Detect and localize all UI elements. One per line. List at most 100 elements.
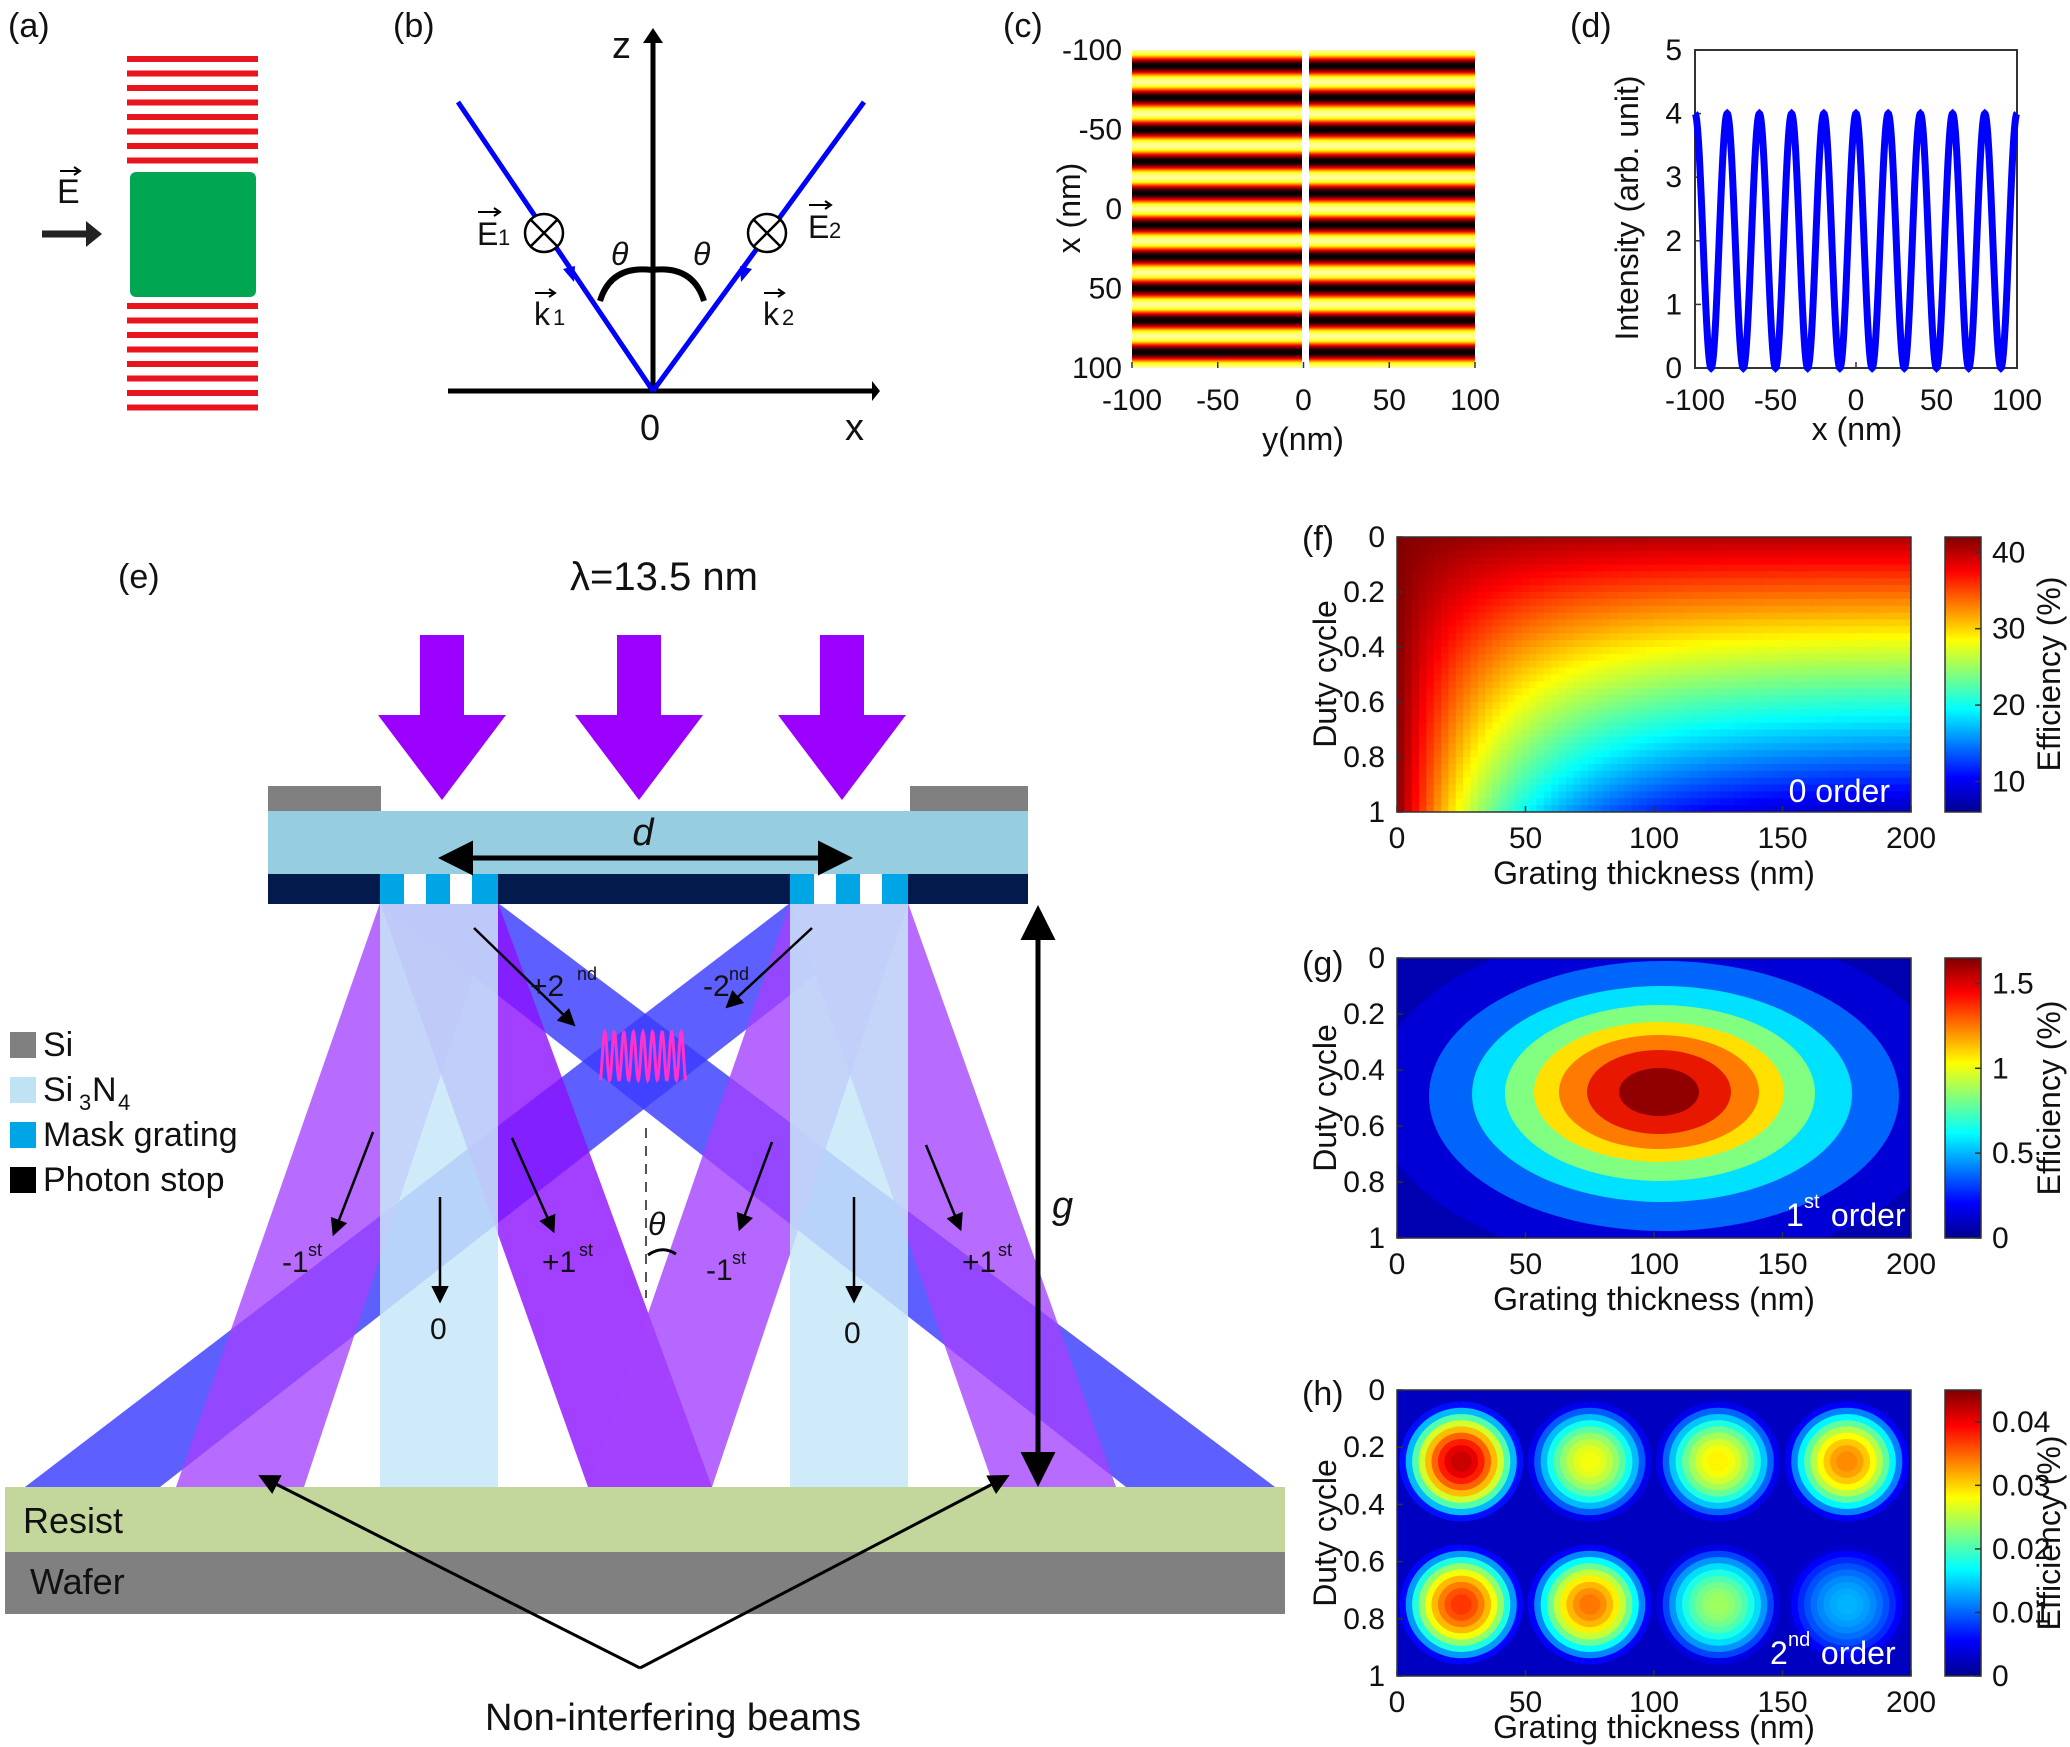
heatmap-cell xyxy=(1888,805,1898,812)
heatmap-cell xyxy=(1822,688,1832,696)
heatmap-cell xyxy=(1734,633,1743,641)
heatmap-cell xyxy=(1587,660,1597,669)
heatmap-cell xyxy=(1742,715,1751,724)
heatmap-cell xyxy=(1441,647,1450,655)
heatmap-cell xyxy=(1698,619,1707,628)
heatmap-cell xyxy=(1727,550,1736,559)
heatmap-cell xyxy=(1543,702,1552,710)
heatmap-cell xyxy=(1551,798,1560,806)
heatmap-cell xyxy=(1771,653,1780,662)
heatmap-cell xyxy=(1507,695,1516,703)
heatmap-cell xyxy=(1830,640,1839,648)
heatmap-cell xyxy=(1477,743,1486,751)
heatmap-cell xyxy=(1602,564,1611,573)
heatmap-cell xyxy=(1639,571,1648,580)
heatmap-cell xyxy=(1881,715,1890,724)
heatmap-cell xyxy=(1499,537,1508,545)
heatmap-cell xyxy=(1654,578,1663,586)
heatmap-cell xyxy=(1800,543,1809,552)
heatmap-cell xyxy=(1881,605,1890,614)
heatmap-cell xyxy=(1690,805,1699,812)
heatmap-cell xyxy=(1485,702,1494,710)
heatmap-cell xyxy=(1441,736,1450,745)
heatmap-cell xyxy=(1881,543,1890,552)
heatmap-cell xyxy=(1529,770,1538,779)
heatmap-cell xyxy=(1888,557,1898,566)
heatmap-cell xyxy=(1874,722,1883,731)
heatmap-cell xyxy=(1896,592,1905,600)
heatmap-cell xyxy=(1485,791,1494,800)
heatmap-cell xyxy=(1536,777,1545,786)
heatmap-cell xyxy=(1397,592,1406,600)
heatmap-cell xyxy=(1764,708,1773,717)
heatmap-cell xyxy=(1433,571,1442,580)
heatmap-cell xyxy=(1661,605,1670,614)
heatmap-cell xyxy=(1830,798,1839,806)
heatmap-cell xyxy=(1411,550,1420,559)
svg-text:N: N xyxy=(92,1071,117,1109)
label-zero-left: 0 xyxy=(430,1313,447,1346)
heatmap-cell xyxy=(1800,660,1809,669)
heatmap-cell xyxy=(1624,647,1633,655)
stripe xyxy=(127,128,258,135)
heatmap-cell xyxy=(1536,598,1545,607)
heatmap-cell xyxy=(1507,605,1516,614)
tick-label: 0.6 xyxy=(1343,1110,1385,1143)
heatmap-cell xyxy=(1492,660,1501,669)
heatmap-cell xyxy=(1830,770,1839,779)
heatmap-cell xyxy=(1903,681,1911,690)
heatmap-cell xyxy=(1705,605,1714,614)
heatmap-cell xyxy=(1668,674,1677,683)
heatmap-cell xyxy=(1470,805,1479,812)
heatmap-cell xyxy=(1463,770,1472,779)
heatmap-cell xyxy=(1536,564,1545,573)
heatmap-cell xyxy=(1397,633,1406,641)
heatmap-cell xyxy=(1426,743,1435,751)
heatmap-cell xyxy=(1852,695,1861,703)
heatmap-cell xyxy=(1903,605,1911,614)
d-plot-frame xyxy=(1694,49,2018,369)
heatmap-cell xyxy=(1742,564,1751,573)
heatmap-cell xyxy=(1617,674,1626,683)
heatmap-cell xyxy=(1720,640,1729,648)
heatmap-cell xyxy=(1521,667,1530,676)
heatmap-cell xyxy=(1470,791,1479,800)
heatmap-cell xyxy=(1830,757,1839,765)
heatmap-cell xyxy=(1595,681,1604,690)
heatmap-cell xyxy=(1426,784,1435,793)
heatmap-cell xyxy=(1764,626,1773,635)
label-minus-2nd: -2 xyxy=(703,970,730,1003)
heatmap-cell xyxy=(1411,619,1420,628)
heatmap-cell xyxy=(1543,798,1552,806)
heatmap-cell xyxy=(1426,757,1435,765)
heatmap-cell xyxy=(1786,750,1795,758)
heatmap-cell xyxy=(1419,763,1428,772)
heatmap-cell xyxy=(1837,777,1846,786)
heatmap-cell xyxy=(1764,750,1773,758)
heatmap-cell xyxy=(1903,578,1911,586)
heatmap-cell xyxy=(1749,805,1758,812)
heatmap-cell xyxy=(1698,612,1707,621)
heatmap-cell xyxy=(1639,736,1648,745)
heatmap-cell xyxy=(1463,708,1472,717)
heatmap-cell xyxy=(1397,537,1406,545)
heatmap-cell xyxy=(1712,674,1721,683)
heatmap-cell xyxy=(1426,702,1435,710)
heatmap-cell xyxy=(1888,674,1898,683)
heatmap-cell xyxy=(1720,598,1729,607)
heatmap-cell xyxy=(1786,695,1795,703)
heatmap-cell xyxy=(1543,757,1552,765)
heatmap-cell xyxy=(1734,791,1743,800)
heatmap-cell xyxy=(1676,743,1685,751)
heatmap-cell xyxy=(1742,571,1751,580)
heatmap-cell xyxy=(1448,598,1457,607)
heatmap-cell xyxy=(1514,660,1523,669)
heatmap-cell xyxy=(1580,557,1589,566)
heatmap-cell xyxy=(1514,537,1523,545)
heatmap-cell xyxy=(1815,640,1824,648)
heatmap-cell xyxy=(1793,791,1802,800)
heatmap-cell xyxy=(1404,798,1413,806)
heatmap-cell xyxy=(1771,564,1780,573)
heatmap-cell xyxy=(1705,640,1714,648)
heatmap-cell xyxy=(1822,578,1832,586)
